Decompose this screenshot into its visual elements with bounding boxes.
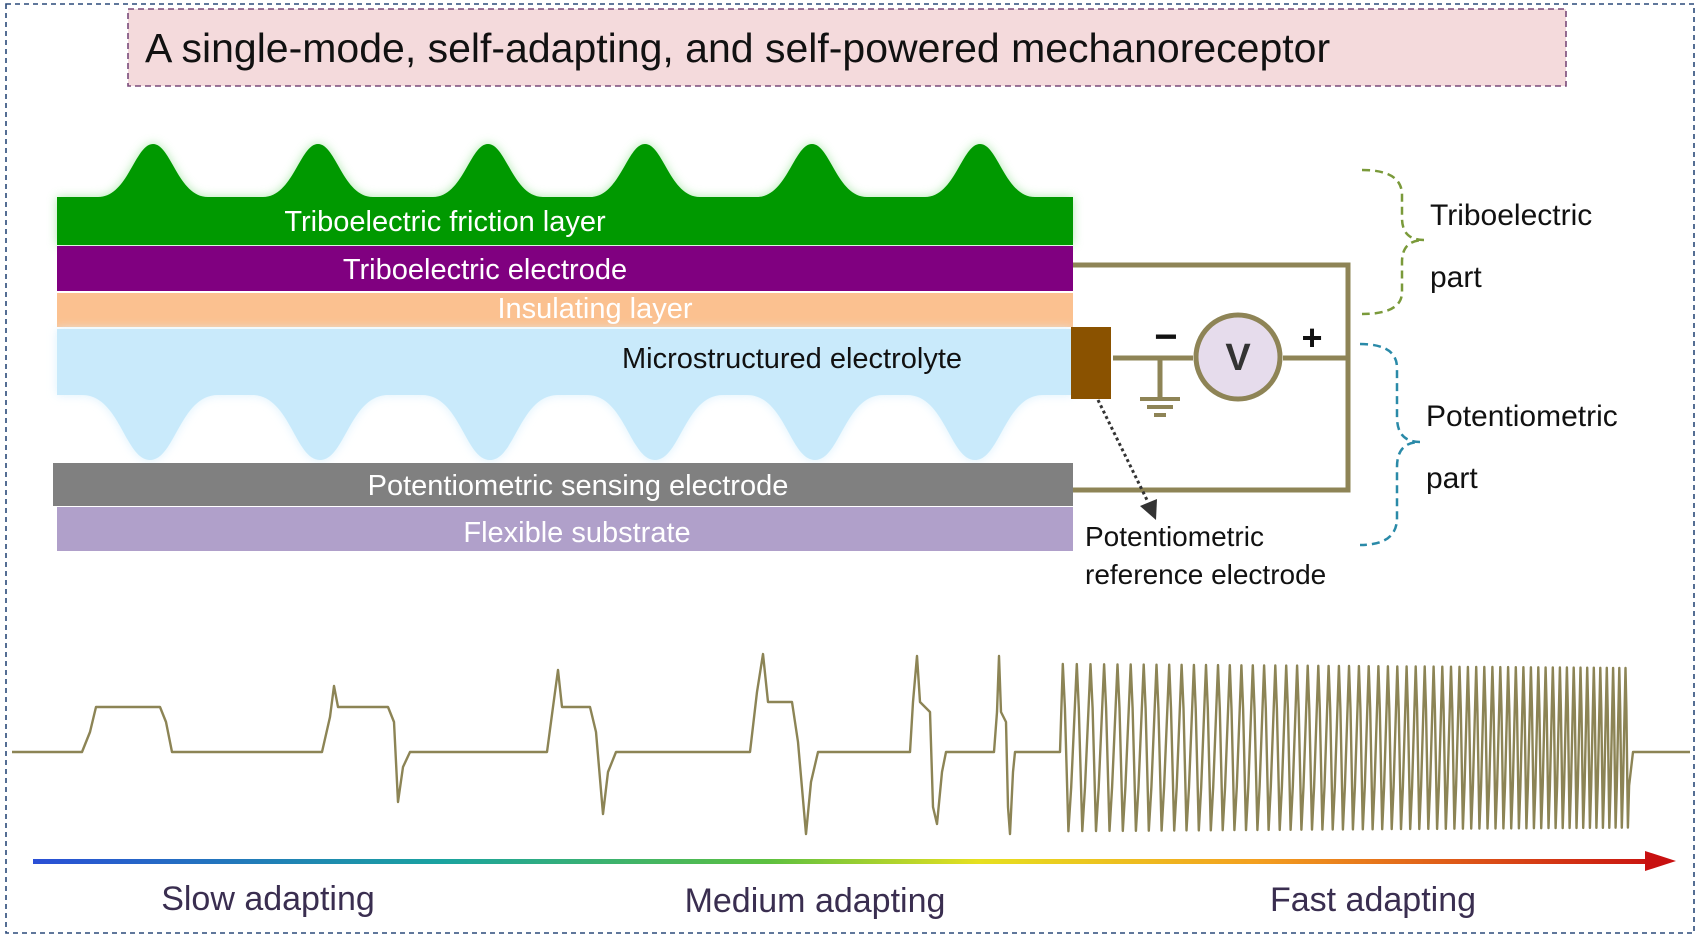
triboelectric-part-label-line1: Triboelectric (1430, 199, 1592, 232)
medium-adapting-label: Medium adapting (685, 882, 946, 920)
electrolyte-layer (57, 329, 1073, 460)
reference-electrode-label-line1: Potentiometric (1085, 521, 1264, 552)
reference-electrode-label-line2: reference electrode (1085, 559, 1326, 590)
reference-electrode (1071, 327, 1111, 399)
triboelectric-bracket (1361, 168, 1425, 316)
adaptation-gradient-arrow (33, 859, 1663, 864)
fast-adapting-label: Fast adapting (1270, 881, 1476, 919)
ground-icon (1140, 397, 1180, 417)
voltmeter-label: V (1225, 337, 1251, 379)
substrate-label: Flexible substrate (463, 517, 690, 549)
potentiometric-bracket (1359, 342, 1421, 547)
friction-layer-label: Triboelectric friction layer (284, 206, 606, 238)
voltmeter-icon (1193, 312, 1283, 402)
tribo-electrode-label: Triboelectric electrode (343, 254, 627, 286)
arrow-head-icon (1140, 499, 1157, 520)
page-title: A single-mode, self-adapting, and self-p… (145, 25, 1330, 71)
triboelectric-part-label-line2: part (1430, 261, 1482, 294)
slow-adapting-label: Slow adapting (161, 880, 375, 918)
insulating-layer-label: Insulating layer (497, 293, 692, 325)
insulating-layer (57, 293, 1073, 327)
substrate-layer (57, 507, 1073, 551)
arrow-head-icon (1645, 851, 1676, 871)
title-box (127, 8, 1567, 87)
sensing-electrode-layer (53, 463, 1073, 506)
circuit-wiring (1073, 262, 1351, 493)
outer-frame (5, 3, 1695, 934)
potentiometric-part-label-line2: part (1426, 462, 1478, 495)
tribo-electrode-layer (57, 246, 1073, 291)
minus-sign: − (1154, 315, 1177, 359)
friction-layer (57, 144, 1073, 245)
sensing-electrode-label: Potentiometric sensing electrode (368, 470, 789, 502)
potentiometric-part-label-line1: Potentiometric (1426, 400, 1618, 433)
electrolyte-label: Microstructured electrolyte (622, 343, 962, 375)
signal-waveform (12, 652, 1690, 836)
reference-pointer-arrow (1096, 399, 1150, 503)
plus-sign: + (1301, 317, 1322, 358)
